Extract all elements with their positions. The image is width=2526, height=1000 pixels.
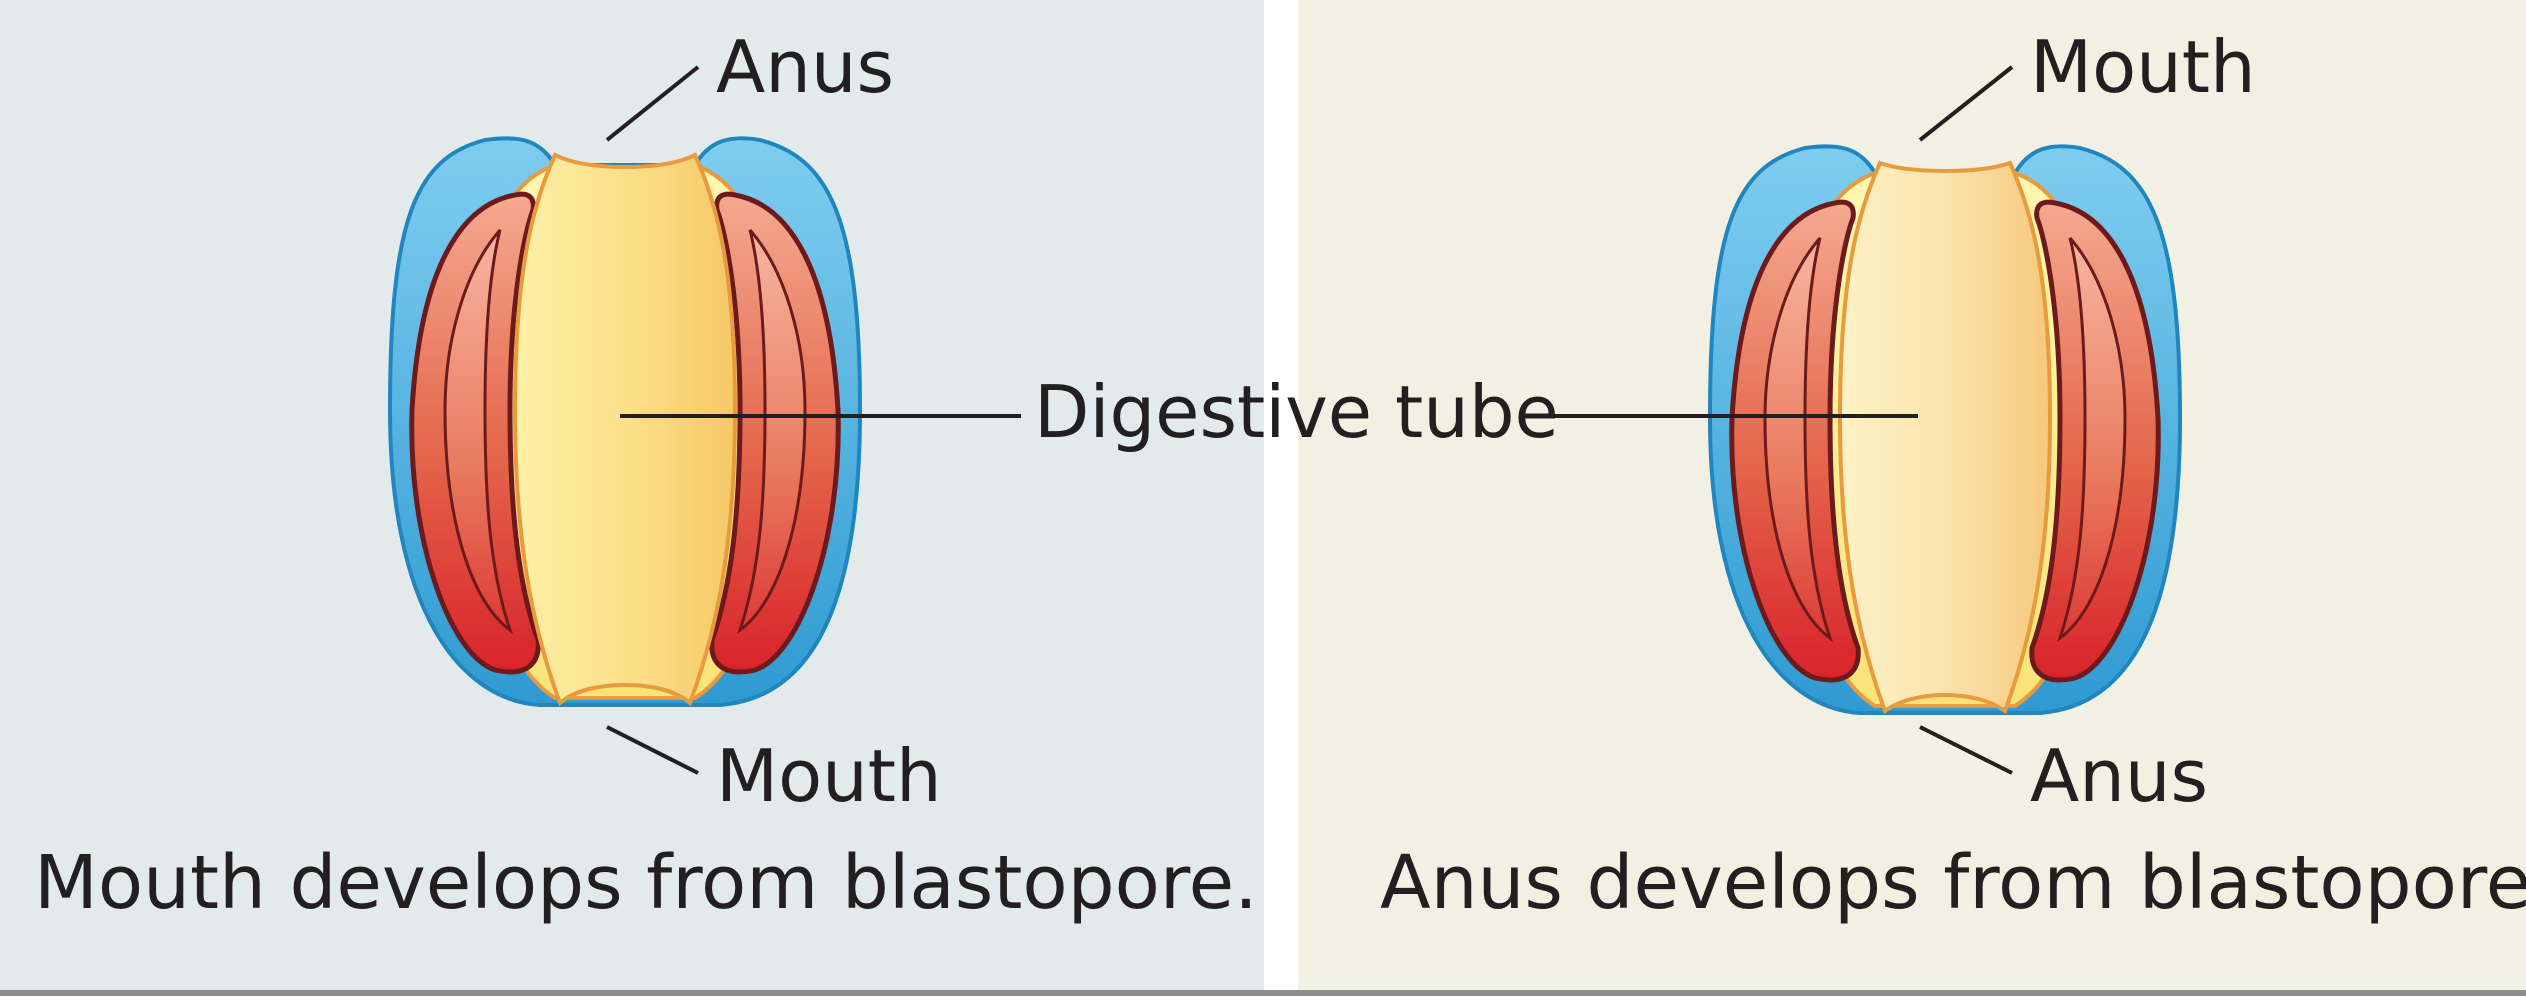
- left-digestive-tube: [512, 152, 738, 707]
- right-digestive-tube: [1837, 160, 2053, 715]
- left-top-pointer-line: [605, 65, 700, 142]
- digestive-tube-label: Digestive tube: [1034, 370, 1559, 454]
- right-embryo: [1710, 146, 2180, 713]
- right-top-pointer-line: [1918, 65, 2014, 142]
- left-bottom-label: Mouth: [716, 734, 942, 818]
- bottom-rule: [0, 990, 2526, 996]
- left-embryo: [390, 138, 860, 705]
- right-bottom-pointer-line: [1919, 725, 2013, 775]
- panel-divider: [1264, 0, 1298, 990]
- left-top-label: Anus: [716, 25, 895, 109]
- right-top-label: Mouth: [2030, 25, 2256, 109]
- left-bottom-pointer-line: [606, 725, 699, 775]
- left-caption: Mouth develops from blastopore.: [34, 840, 1258, 926]
- right-bottom-label: Anus: [2030, 734, 2209, 818]
- right-caption: Anus develops from blastopore.: [1380, 840, 2526, 926]
